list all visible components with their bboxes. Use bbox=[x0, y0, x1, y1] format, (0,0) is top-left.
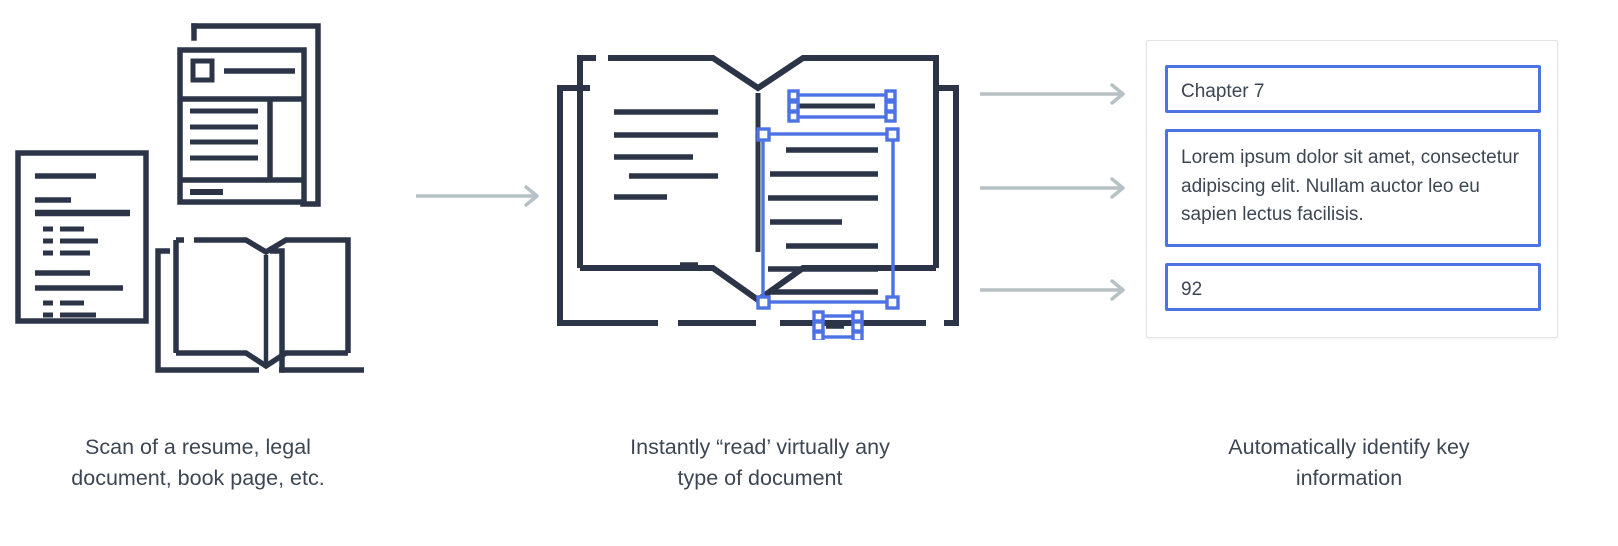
book-right-page-lines bbox=[768, 103, 878, 329]
resume-back-sheet-icon bbox=[191, 23, 321, 207]
source-documents-icon-group bbox=[15, 23, 364, 373]
arrow-read-to-field-3-icon bbox=[980, 279, 1125, 301]
chapter-field[interactable]: Chapter 7 bbox=[1165, 65, 1541, 113]
arrow-read-to-field-2-icon bbox=[980, 177, 1125, 199]
document-lines-content-icon bbox=[35, 173, 130, 318]
selection-box-page-number bbox=[812, 310, 864, 340]
caption-extract: Automatically identify key information bbox=[1228, 435, 1470, 490]
resume-page-icon bbox=[177, 47, 307, 205]
open-book-icon bbox=[155, 237, 364, 373]
caption-read: Instantly “read’ virtually any type of d… bbox=[630, 435, 890, 490]
caption-scan: Scan of a resume, legal document, book p… bbox=[71, 435, 325, 490]
selection-box-body bbox=[756, 127, 900, 310]
arrow-read-to-field-1-icon bbox=[980, 83, 1125, 105]
open-book-with-selection-icon bbox=[557, 55, 959, 340]
extracted-fields-panel: Chapter 7 Lorem ipsum dolor sit amet, co… bbox=[1146, 40, 1558, 338]
resume-page-contents-icon bbox=[190, 58, 295, 195]
selection-box-heading bbox=[787, 89, 897, 123]
body-text-field-value: Lorem ipsum dolor sit amet, consectetur … bbox=[1181, 147, 1519, 225]
chapter-field-value: Chapter 7 bbox=[1181, 81, 1265, 102]
page-number-field-value: 92 bbox=[1181, 279, 1203, 300]
page-number-field[interactable]: 92 bbox=[1165, 263, 1541, 311]
document-lines-icon bbox=[15, 150, 149, 324]
arrow-scan-to-read-icon bbox=[416, 185, 539, 207]
book-left-page-lines bbox=[614, 109, 718, 268]
body-text-field[interactable]: Lorem ipsum dolor sit amet, consectetur … bbox=[1165, 129, 1541, 247]
